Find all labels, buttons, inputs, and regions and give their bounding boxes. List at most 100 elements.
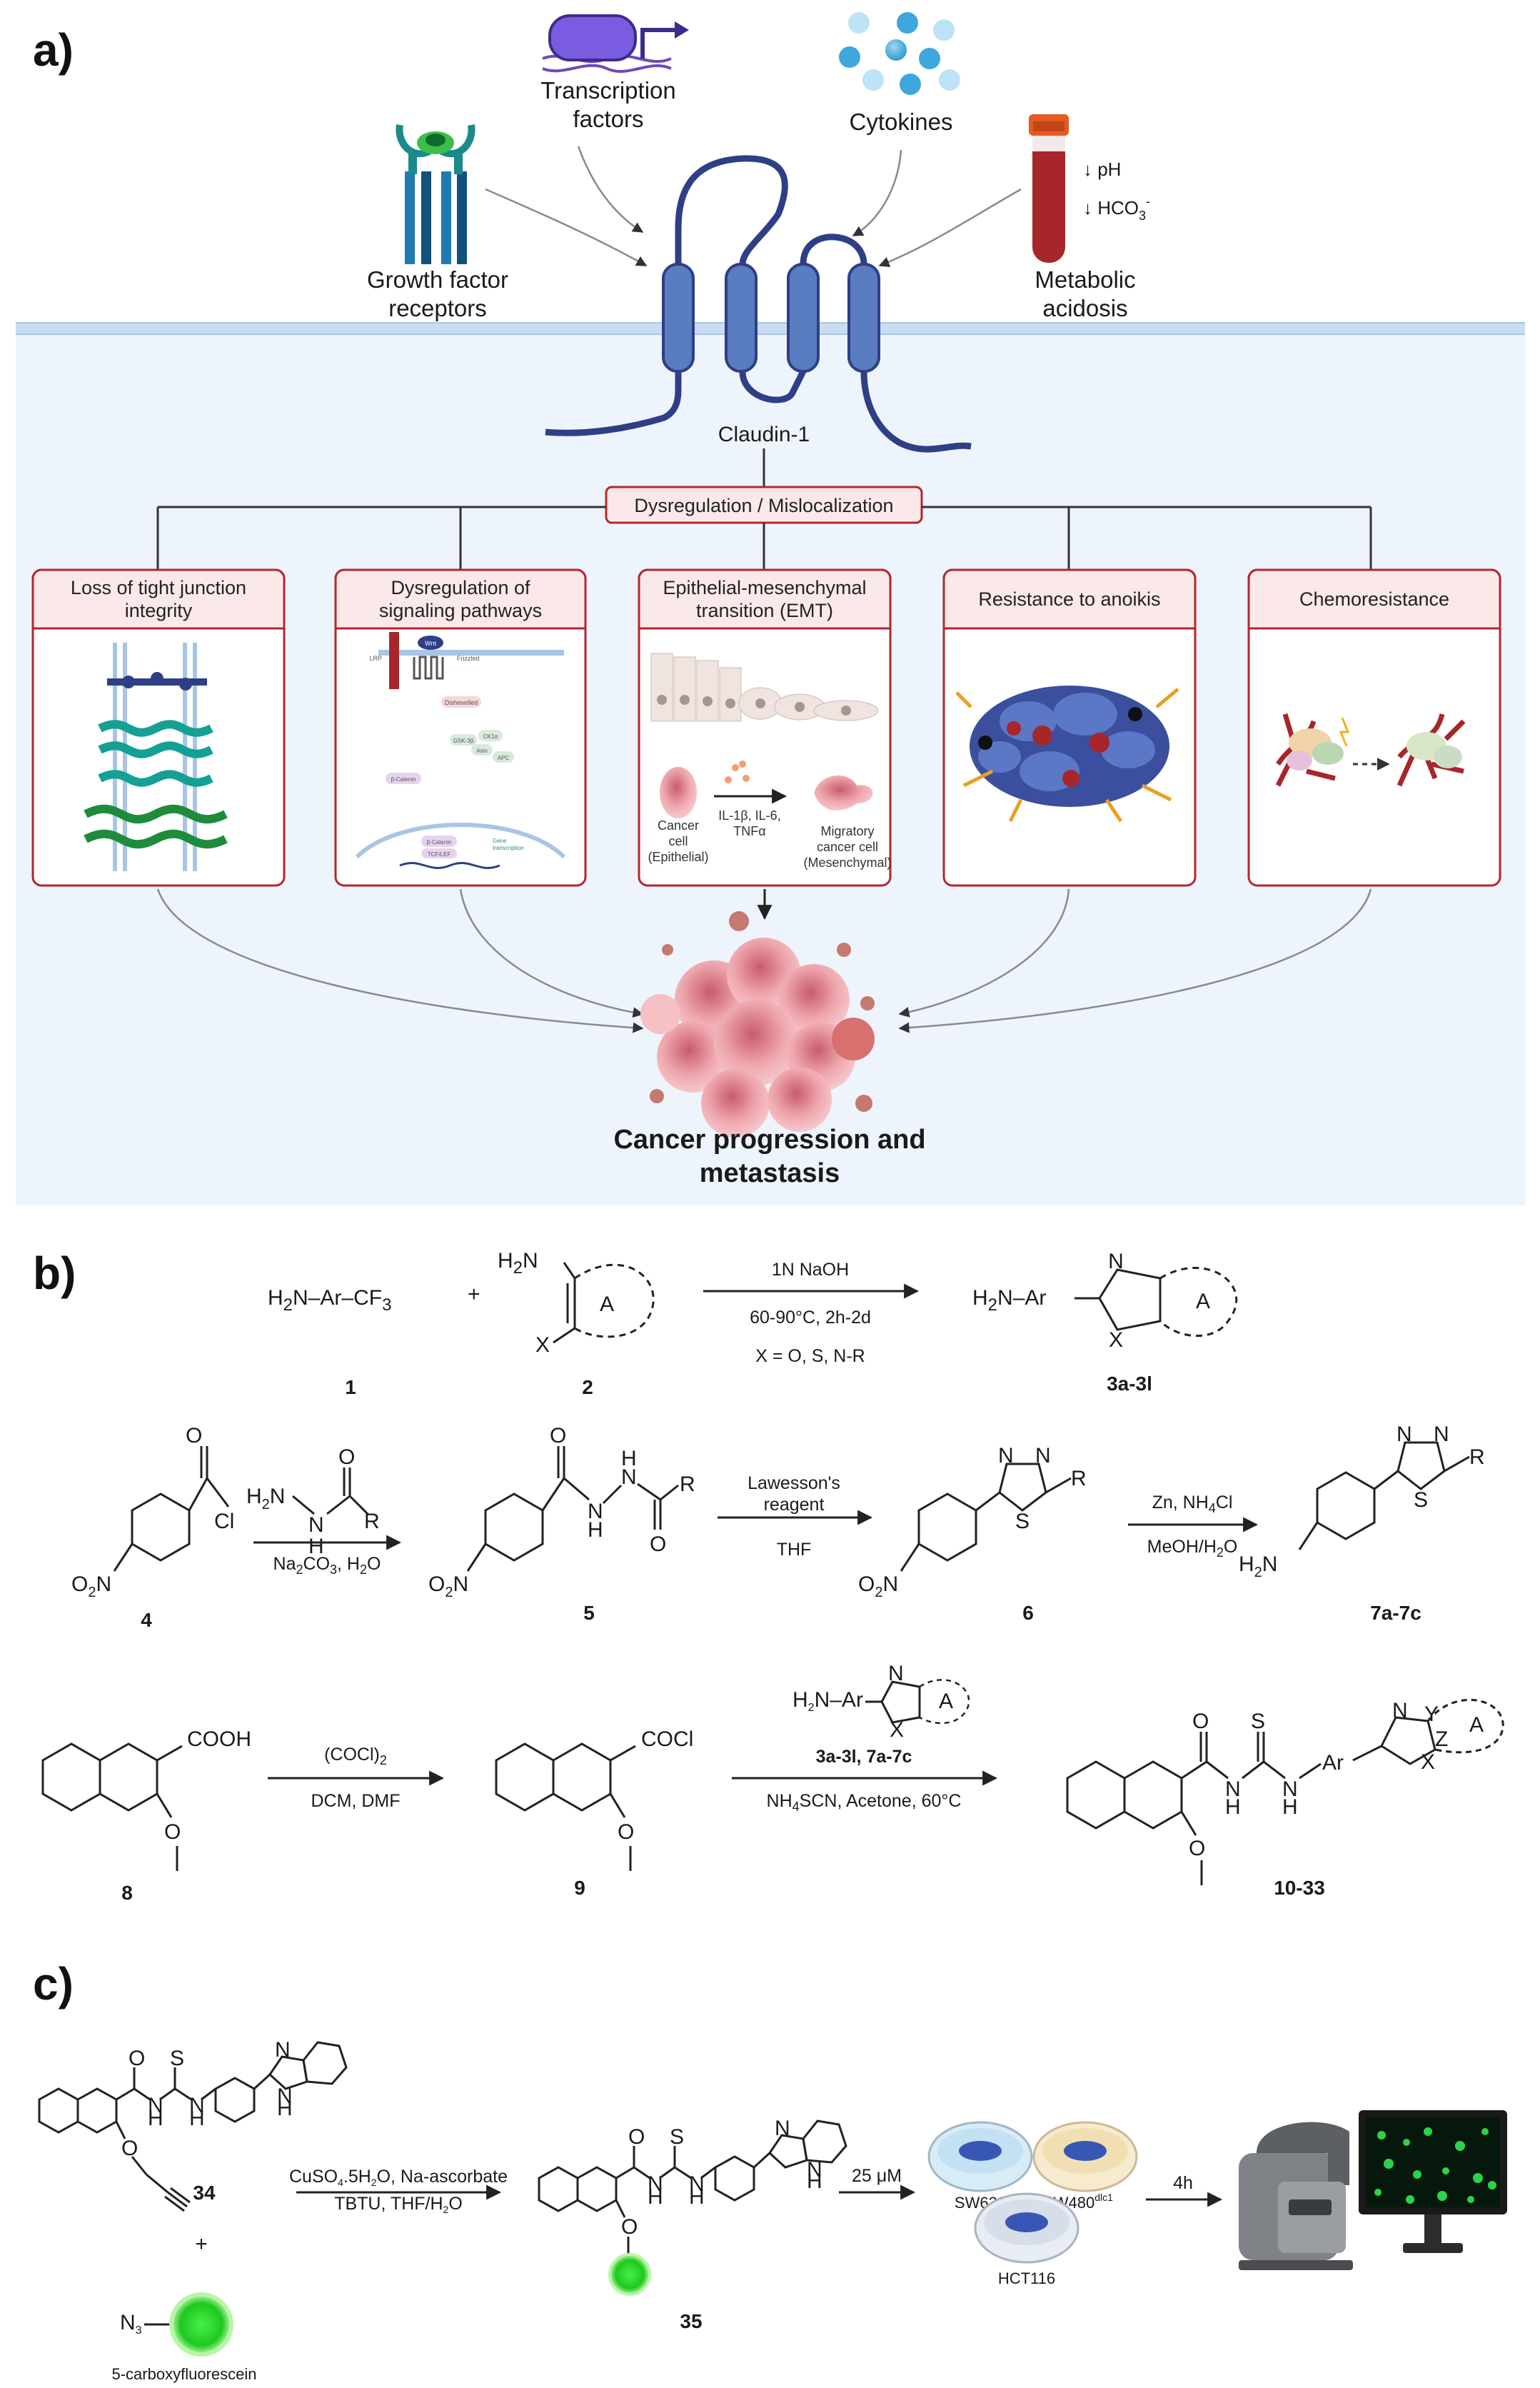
- cell-membrane: [16, 323, 1525, 334]
- mesenchymal-cancer-cell: [814, 776, 873, 811]
- svg-text:O: O: [550, 1424, 566, 1448]
- growth-factor-receptor-icon: [396, 124, 475, 264]
- plus-sign-1: +: [468, 1283, 480, 1306]
- compound-7-structure: N N S R H2N: [1239, 1423, 1485, 1580]
- cooh-label: COOH: [187, 1727, 251, 1751]
- emt-epithelium-illustration: [650, 653, 879, 722]
- concentration-label: 25 μM: [852, 2166, 902, 2186]
- r-label-2: R: [680, 1473, 695, 1496]
- svg-text:N: N: [588, 1500, 603, 1523]
- svg-text:H: H: [308, 1535, 324, 1558]
- compound-2-structure: H2N A X: [498, 1249, 655, 1357]
- svg-text:H: H: [648, 2185, 663, 2209]
- s-label-1: S: [1015, 1510, 1030, 1533]
- petri-dish-sw480: [1032, 2121, 1138, 2192]
- svg-text:N: N: [308, 1513, 324, 1537]
- compound-number-3: 3a-3l: [1107, 1373, 1152, 1395]
- svg-text:O: O: [164, 1820, 181, 1844]
- svg-text:H: H: [189, 2107, 205, 2130]
- cancer-cell-label-1: Cancer: [658, 818, 699, 833]
- svg-text:O: O: [121, 2137, 138, 2160]
- panel-b: b) H2N–Ar–CF3 + H2N A X 1N NaOH 60-90°C,…: [33, 1248, 1504, 1904]
- svg-text:H2N–Ar: H2N–Ar: [972, 1286, 1046, 1315]
- compound-8-structure: COOH O: [41, 1727, 251, 1871]
- azide-label: N3: [120, 2311, 142, 2337]
- cl-label: Cl: [214, 1510, 234, 1533]
- svg-text:N: N: [621, 1465, 637, 1489]
- ck1-label: CK1α: [483, 733, 498, 740]
- outcome-label-1: Cancer progression and: [613, 1125, 925, 1155]
- compound-number-6: 6: [1022, 1602, 1034, 1624]
- monitor-icon: [1359, 2110, 1507, 2253]
- bcat2-label: β-Catenin: [427, 839, 452, 846]
- bcat-label: β-Catenin: [391, 776, 416, 783]
- svg-text:O2N: O2N: [858, 1572, 898, 1600]
- compound-number-35: 35: [680, 2310, 702, 2332]
- condition-3-2: reagent: [764, 1495, 825, 1515]
- svg-text:H: H: [148, 2107, 163, 2130]
- svg-text:S: S: [170, 2047, 184, 2070]
- condition-2-1: Na2CO3, H2O: [273, 1554, 381, 1577]
- arrow-tf-to-claudin: [577, 146, 644, 234]
- svg-text:H2N–Ar: H2N–Ar: [792, 1688, 863, 1714]
- gene-label-2: transcription: [493, 845, 524, 851]
- condition-1-1: 1N NaOH: [772, 1260, 849, 1280]
- cancer-cluster-illustration: [640, 911, 875, 1138]
- condition-4-1: Zn, NH4Cl: [1152, 1492, 1233, 1515]
- svg-text:N: N: [1392, 1699, 1408, 1722]
- condition-5-1: (COCl)2: [324, 1745, 387, 1767]
- arrow-acidosis-to-claudin: [878, 188, 1022, 267]
- growth-factor-label-1: Growth factor: [367, 266, 508, 293]
- compound-number-7: 7a-7c: [1370, 1602, 1421, 1624]
- svg-text:X: X: [890, 1718, 904, 1742]
- box-3-title-1: Epithelial-mesenchymal: [663, 577, 866, 598]
- svg-text:R: R: [1469, 1445, 1485, 1469]
- panel-a: a) Transcription factors Cytokin: [16, 12, 1525, 1205]
- box-3-title-2: transition (EMT): [696, 600, 833, 621]
- compound-35-structure: O N H S N H N N H O: [538, 2117, 847, 2296]
- condition-6-3: NH4SCN, Acetone, 60°C: [767, 1791, 962, 1814]
- svg-text:O: O: [186, 1424, 202, 1448]
- svg-text:O: O: [1192, 1710, 1209, 1733]
- svg-text:O: O: [338, 1445, 355, 1469]
- cytokines-icon: [839, 12, 960, 95]
- compound-5-structure: O N H N H O R O2N: [428, 1424, 695, 1600]
- cancer-cell-label-2: cell: [668, 834, 688, 848]
- svg-text:N: N: [648, 2172, 663, 2196]
- wnt-label: Wnt: [425, 640, 437, 647]
- compound-34-structure: O N H S N H N N H O: [38, 2038, 348, 2212]
- claudin-1-protein: [545, 155, 972, 453]
- svg-text:N: N: [998, 1444, 1014, 1468]
- svg-text:N: N: [189, 2094, 205, 2117]
- svg-text:H2N: H2N: [1239, 1552, 1277, 1580]
- compound-number-1: 1: [345, 1376, 356, 1398]
- compound-number-2: 2: [582, 1376, 593, 1398]
- compound-4-structure: O Cl O2N: [71, 1424, 234, 1600]
- condition-1-2: 60-90°C, 2h-2d: [750, 1308, 871, 1328]
- svg-text:H: H: [1282, 1795, 1298, 1819]
- r-label-1: R: [364, 1510, 380, 1533]
- apc-label: APC: [498, 755, 510, 761]
- chemoresistance-illustration: [1275, 713, 1466, 787]
- transcription-factors-label-2: factors: [573, 106, 643, 132]
- arrow-cytokines-to-claudin: [852, 149, 902, 237]
- svg-text:N: N: [807, 2158, 822, 2182]
- anoikis-cell-cluster: [955, 686, 1179, 823]
- svg-text:R: R: [1071, 1467, 1087, 1490]
- axin-label: Axin: [476, 748, 488, 754]
- panel-b-letter: b): [33, 1248, 76, 1299]
- svg-text:N: N: [275, 2038, 291, 2062]
- cocl-label: COCl: [641, 1727, 693, 1751]
- condition-6-2: 3a-3l, 7a-7c: [816, 1747, 912, 1767]
- atom-x2-label: X: [1109, 1328, 1123, 1352]
- compound-number-10-33: 10-33: [1274, 1877, 1325, 1899]
- svg-text:H: H: [689, 2185, 705, 2209]
- compound-number-8: 8: [121, 1882, 133, 1904]
- svg-text:S: S: [670, 2125, 684, 2149]
- svg-text:O2N: O2N: [71, 1572, 111, 1600]
- svg-text:N: N: [689, 2172, 705, 2196]
- dishevelled-label: Dishevelled: [445, 699, 478, 706]
- microscope-icon: [1239, 2122, 1353, 2270]
- compound-3-structure: H2N–Ar N X A: [972, 1250, 1238, 1352]
- gsk-label: GSK-3β: [453, 738, 474, 744]
